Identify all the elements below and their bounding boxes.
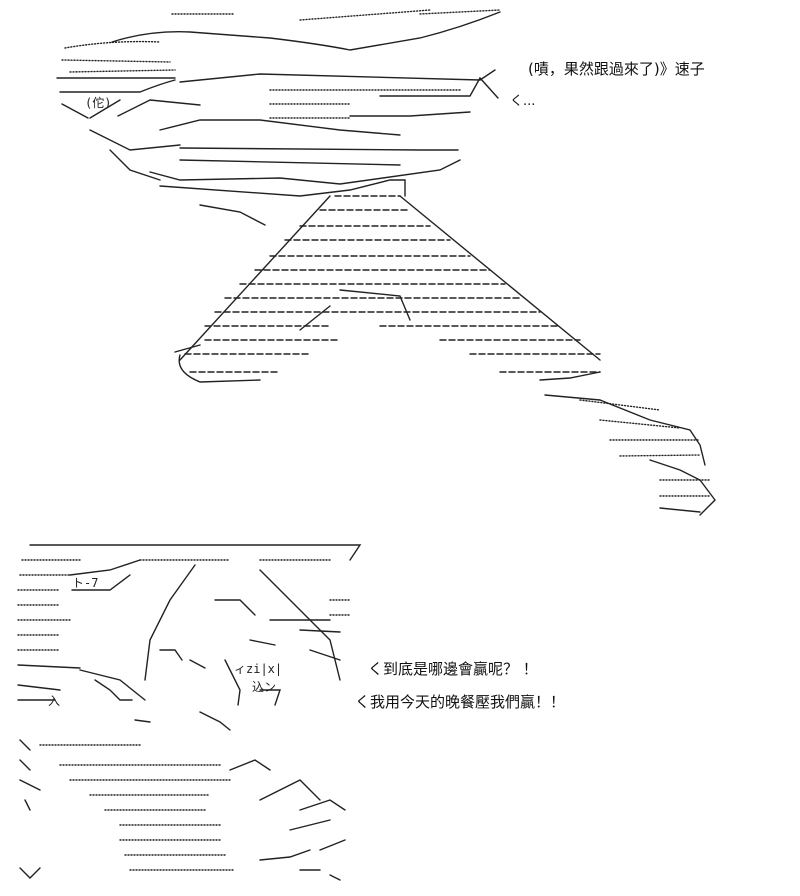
speech-bottom-line-1: く到底是哪邊會贏呢？ ！ [368, 660, 538, 678]
figure-tag-c: 込ン [252, 680, 277, 694]
figure-tag-e: 入 [48, 694, 61, 708]
speech-top-tail: く... [510, 94, 536, 109]
figure-tag-a: (佗) [85, 96, 112, 110]
lower-figure [17, 544, 362, 881]
figure-tag-b: ト-7 [72, 576, 99, 590]
upper-figure [56, 9, 716, 516]
speech-top-line: (嘖，果然跟過來了)》速子 [528, 60, 705, 78]
speech-bottom-line-2: く我用今天的晚餐壓我們贏！！ [355, 693, 566, 711]
figure-tag-d: ィzi|x| [234, 662, 283, 676]
